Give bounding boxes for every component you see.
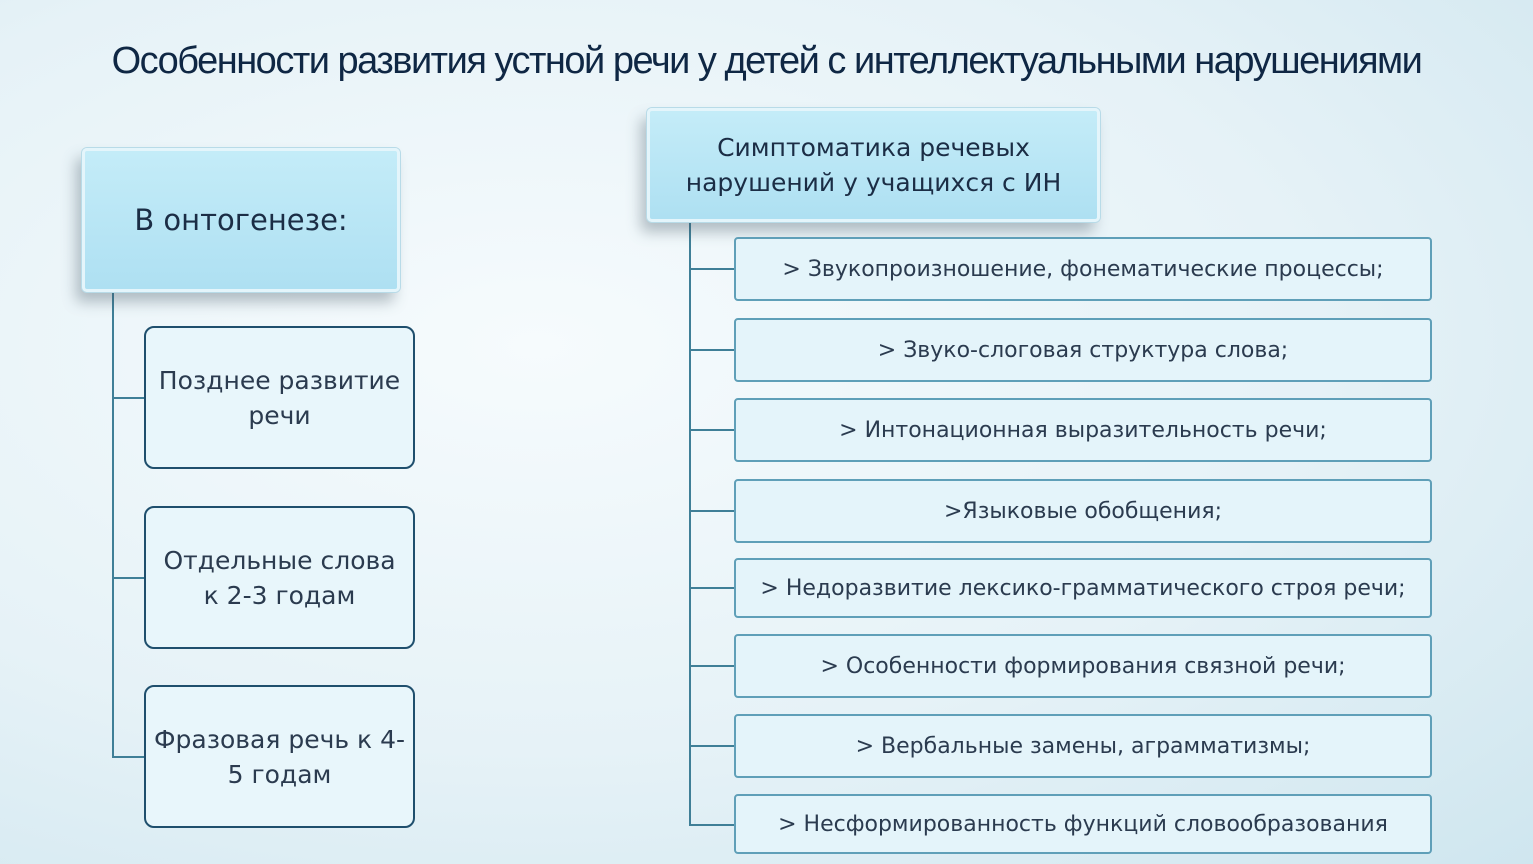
- right-connector-branch: [689, 745, 734, 747]
- right-connector-branch: [689, 665, 734, 667]
- right-connector-branch: [689, 349, 734, 351]
- symptom-item-label: > Недоразвитие лексико-грамматического с…: [760, 575, 1406, 601]
- symptom-item: > Интонационная выразительность речи;: [734, 398, 1432, 462]
- right-connector-branch: [689, 824, 734, 826]
- ontogenesis-item-label: Позднее развитие речи: [158, 365, 401, 430]
- symptom-item-label: > Особенности формирования связной речи;: [820, 653, 1346, 679]
- ontogenesis-item-label: Отдельные слова к 2-3 годам: [163, 545, 396, 610]
- left-connector-branch: [112, 577, 144, 579]
- ontogenesis-item: Фразовая речь к 4-5 годам: [144, 685, 415, 828]
- ontogenesis-item: Позднее развитие речи: [144, 326, 415, 469]
- symptom-item: >Языковые обобщения;: [734, 479, 1432, 543]
- symptom-item-label: > Несформированность функций словообразо…: [778, 811, 1388, 837]
- right-connector-branch: [689, 429, 734, 431]
- symptom-item: > Вербальные замены, аграмматизмы;: [734, 714, 1432, 778]
- symptom-item: > Недоразвитие лексико-грамматического с…: [734, 558, 1432, 618]
- ontogenesis-item-label: Фразовая речь к 4-5 годам: [154, 724, 406, 789]
- symptom-item-label: > Звукопроизношение, фонематические проц…: [782, 256, 1384, 282]
- symptom-item-label: > Вербальные замены, аграмматизмы;: [855, 733, 1311, 759]
- symptom-item: > Звукопроизношение, фонематические проц…: [734, 237, 1432, 301]
- right-connector-vertical: [689, 216, 691, 826]
- symptoms-heading-box: Симптоматика речевых нарушений у учащихс…: [647, 108, 1100, 222]
- symptom-item: > Звуко-слоговая структура слова;: [734, 318, 1432, 382]
- left-connector-branch: [112, 397, 144, 399]
- left-connector-vertical: [112, 286, 114, 758]
- symptom-item: > Несформированность функций словообразо…: [734, 794, 1432, 854]
- symptom-item-label: > Звуко-слоговая структура слова;: [877, 337, 1289, 363]
- right-connector-branch: [689, 510, 734, 512]
- ontogenesis-item: Отдельные слова к 2-3 годам: [144, 506, 415, 649]
- symptom-item-label: > Интонационная выразительность речи;: [839, 417, 1327, 443]
- left-connector-branch: [112, 756, 144, 758]
- right-connector-branch: [689, 268, 734, 270]
- right-connector-branch: [689, 587, 734, 589]
- symptom-item-label: >Языковые обобщения;: [943, 498, 1223, 524]
- slide-title: Особенности развития устной речи у детей…: [111, 40, 1423, 82]
- ontogenesis-heading: В онтогенезе:: [134, 203, 348, 237]
- ontogenesis-heading-box: В онтогенезе:: [82, 148, 400, 292]
- symptoms-heading: Симптоматика речевых нарушений у учащихс…: [685, 133, 1062, 197]
- symptom-item: > Особенности формирования связной речи;: [734, 634, 1432, 698]
